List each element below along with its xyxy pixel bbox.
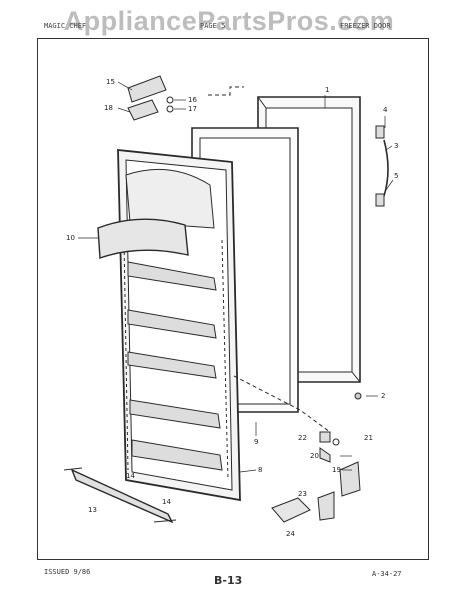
header-center: PAGE 5 xyxy=(200,22,226,30)
callout-labels: 1 2 3 4 5 8 9 10 13 14 14 15 16 17 18 19… xyxy=(66,78,398,538)
callout-2: 2 xyxy=(381,392,385,400)
callout-19: 19 xyxy=(332,466,341,474)
bottom-trim xyxy=(63,467,177,524)
footer-issued: ISSUED 9/86 xyxy=(44,568,91,576)
callout-14b: 14 xyxy=(162,498,171,506)
callout-16: 16 xyxy=(188,96,197,104)
callout-8: 8 xyxy=(258,466,262,474)
callout-5: 5 xyxy=(394,172,398,180)
footer-page: B-13 xyxy=(214,574,243,587)
watermark: AppliancePartsPros.com xyxy=(63,6,395,36)
callout-15: 15 xyxy=(106,78,115,86)
callout-9: 9 xyxy=(254,438,258,446)
diagram-frame xyxy=(37,38,429,560)
callout-20: 20 xyxy=(310,452,319,460)
callout-24: 24 xyxy=(286,530,295,538)
footer-code: A-34-27 xyxy=(372,570,402,578)
callout-10: 10 xyxy=(66,234,75,242)
callout-3: 3 xyxy=(394,142,398,150)
bottom-hinge xyxy=(233,375,362,523)
callout-13: 13 xyxy=(88,506,97,514)
callout-22: 22 xyxy=(298,434,307,442)
callout-1: 1 xyxy=(325,86,329,94)
leader-lines xyxy=(78,81,394,473)
callout-18: 18 xyxy=(104,104,113,112)
door-liner xyxy=(117,148,241,502)
callout-14a: 14 xyxy=(126,472,135,480)
callout-23: 23 xyxy=(298,490,307,498)
callout-17: 17 xyxy=(188,105,197,113)
callout-4: 4 xyxy=(383,106,388,114)
callout-21: 21 xyxy=(364,434,373,442)
shelf-front xyxy=(97,218,189,259)
top-hinge xyxy=(127,75,244,121)
door-handle xyxy=(375,125,389,207)
header-right: FREEZER DOOR xyxy=(340,22,391,30)
header-left: MAGIC CHEF xyxy=(44,22,87,30)
